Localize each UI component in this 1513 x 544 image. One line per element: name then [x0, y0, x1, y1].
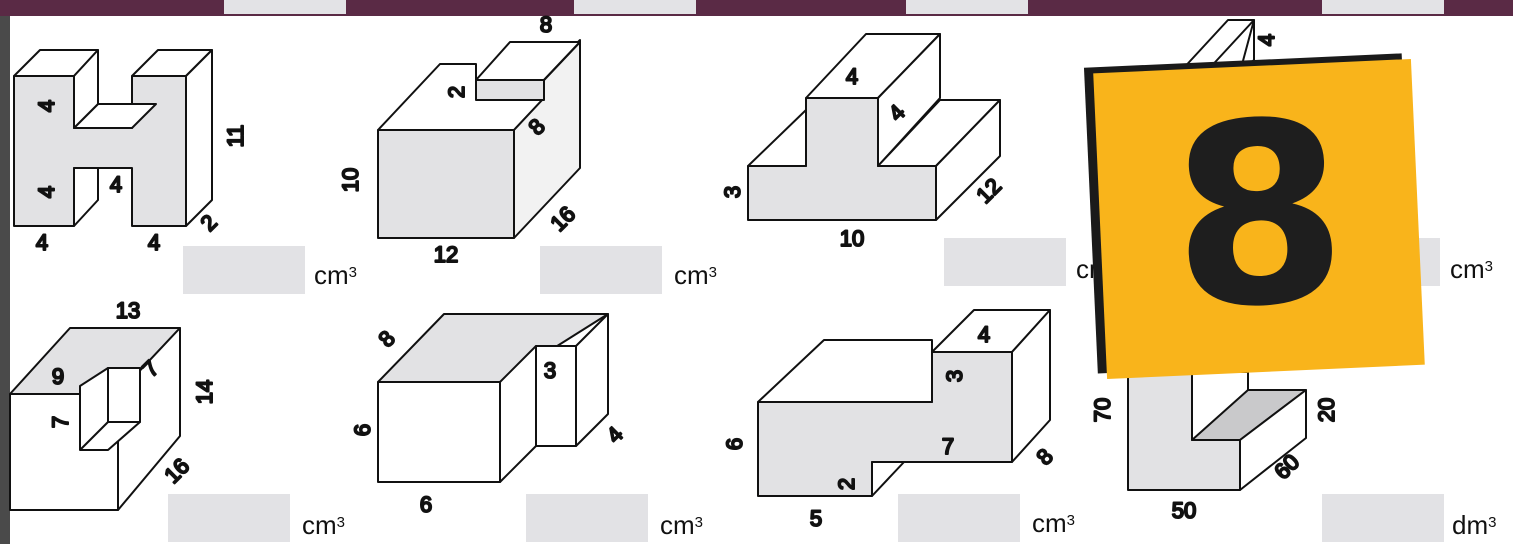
dim-label: 4 [34, 100, 59, 112]
dim-label: 7 [48, 416, 73, 428]
dim-label: 4 [1254, 34, 1279, 46]
top-answer-box[interactable] [1322, 0, 1444, 14]
dim-label: 6 [350, 424, 375, 436]
dim-label: 20 [1314, 398, 1339, 422]
dim-label: 5 [810, 506, 822, 531]
dim-label: 9 [52, 364, 64, 389]
unit-label: cm3 [314, 260, 358, 290]
dim-label: 4 [110, 172, 122, 197]
dim-label: 4 [978, 322, 990, 347]
top-answer-box[interactable] [574, 0, 696, 14]
unit-label: cm3 [674, 260, 718, 290]
answer-box[interactable] [540, 246, 662, 294]
figure-tall-block: 4 [1179, 19, 1280, 73]
figure-two-blocks: 8 3 6 4 6 [349, 313, 629, 518]
unit-label: cm3 [1032, 508, 1076, 538]
top-answer-box[interactable] [906, 0, 1028, 14]
dim-label: 14 [192, 380, 217, 404]
figure-stair-shape: 4 3 6 7 2 8 5 [721, 309, 1059, 532]
dim-label: 4 [602, 422, 628, 448]
unit-label: cm3 [660, 510, 704, 540]
dim-label: 3 [942, 370, 967, 382]
dim-label: 10 [338, 168, 363, 192]
dim-label: 3 [720, 186, 745, 198]
answer-box[interactable] [526, 494, 648, 542]
unit-label: cm3 [302, 510, 346, 540]
dim-label: 4 [148, 230, 160, 255]
left-edge-strip [0, 16, 10, 544]
dim-label: 8 [1032, 444, 1058, 470]
dim-label: 4 [846, 64, 858, 89]
dim-label: 13 [116, 298, 140, 323]
dim-label: 12 [434, 242, 458, 267]
figure-t-shape: 4 4 3 12 10 [719, 33, 1007, 252]
unit-label: dm3 [1452, 510, 1497, 540]
figure-h-shape: 4 4 4 11 4 4 2 [13, 49, 249, 256]
figure-step-box: 8 2 8 10 16 12 [337, 11, 581, 268]
dim-label: 8 [540, 12, 552, 37]
answer-box[interactable] [898, 494, 1020, 542]
answer-box[interactable] [1322, 494, 1444, 542]
dim-label: 8 [374, 326, 400, 352]
number-badge: 8 [1093, 58, 1425, 380]
dim-label: 7 [942, 434, 954, 459]
dim-label: 16 [159, 453, 194, 488]
dim-label: 6 [420, 492, 432, 517]
dim-label: 6 [722, 438, 747, 450]
answer-box[interactable] [944, 238, 1066, 286]
dim-label: 4 [36, 230, 48, 255]
dim-label: 16 [545, 201, 580, 236]
top-answer-box[interactable] [224, 0, 346, 14]
dim-label: 2 [834, 478, 859, 490]
figure-notch-box: 13 9 7 7 14 16 [9, 297, 218, 511]
answer-box[interactable] [168, 494, 290, 542]
dim-label: 2 [444, 86, 469, 98]
figure-l-shape: 70 20 60 50 [1089, 359, 1340, 524]
dim-label: 4 [34, 186, 59, 198]
unit-label: cm3 [1450, 254, 1494, 284]
dim-label: 2 [196, 210, 222, 236]
dim-label: 10 [840, 226, 864, 251]
badge-number: 8 [1165, 66, 1353, 365]
answer-box[interactable] [183, 246, 305, 294]
dim-label: 50 [1172, 498, 1196, 523]
dim-label: 11 [223, 125, 248, 148]
top-bar [0, 0, 1513, 16]
dim-label: 70 [1090, 398, 1115, 422]
dim-label: 3 [544, 358, 556, 383]
